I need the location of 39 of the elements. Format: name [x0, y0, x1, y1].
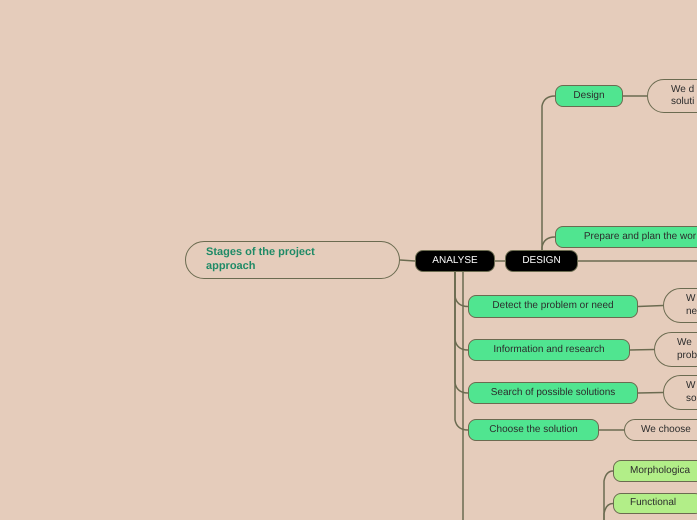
node-text: Stages of the project approach: [206, 246, 316, 274]
node-text: We prob: [677, 337, 697, 362]
step-box: [555, 226, 697, 248]
topic-box: [185, 241, 400, 279]
node-text: Search of possible solutions: [490, 386, 616, 400]
connector-line: [578, 260, 697, 262]
node-text: Prepare and plan the wor: [584, 230, 696, 244]
connector-line: [630, 348, 654, 351]
node-text: Detect the problem or need: [492, 300, 614, 313]
step-box: [468, 339, 630, 361]
node-text: W ne: [686, 293, 697, 318]
stage-box: [505, 250, 578, 272]
connector-line: [603, 502, 614, 520]
connector-line: [638, 304, 664, 308]
step-box: [468, 382, 638, 404]
connector-line: [400, 259, 416, 262]
node-text: We choose: [641, 424, 691, 436]
connector-line: [454, 272, 468, 431]
node-text: ANALYSE: [432, 254, 478, 268]
connector-line: [462, 272, 464, 520]
node-text: Morphologica: [630, 464, 690, 478]
node-text: DESIGN: [522, 254, 561, 268]
connector-line: [638, 392, 664, 394]
node-text: Design: [573, 90, 605, 102]
node-text: We d soluti: [671, 84, 696, 108]
connector-line: [599, 429, 624, 431]
step-box: [468, 419, 599, 441]
connector-line: [541, 236, 556, 250]
node-text: Information and research: [493, 344, 605, 356]
node-text: Functional: [630, 497, 676, 510]
node-text: Choose the solution: [489, 424, 578, 436]
step-box: [468, 295, 638, 318]
stage-box: [415, 250, 495, 272]
connector-line: [495, 260, 505, 262]
item-box: [613, 460, 697, 482]
item-box: [613, 493, 697, 514]
node-text: W so: [686, 380, 697, 405]
step-box: [555, 85, 623, 107]
connector-line: [623, 95, 647, 97]
